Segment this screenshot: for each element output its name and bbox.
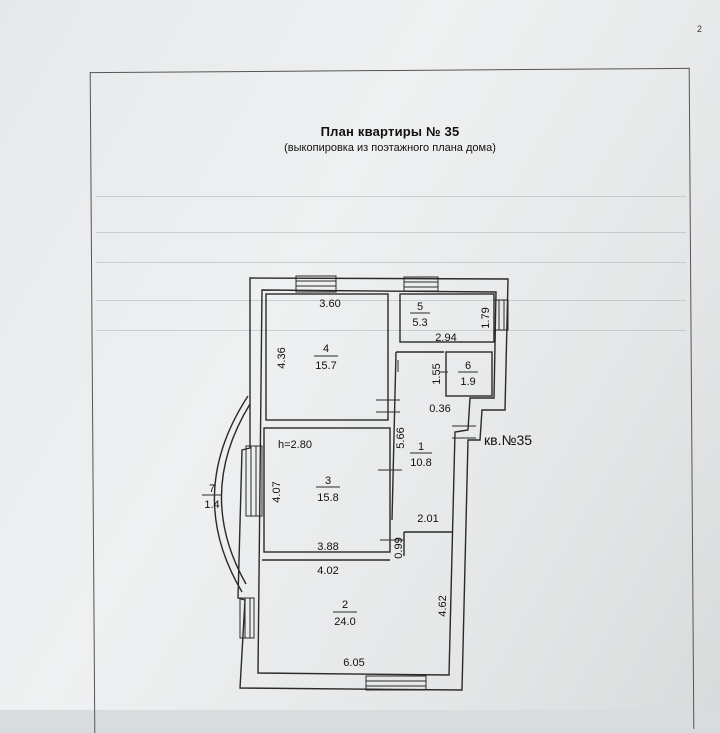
room-5-area: 5.3 [412, 317, 427, 329]
window [295, 275, 337, 293]
dim-room2-height: 4.62 [437, 595, 449, 616]
window [403, 276, 439, 292]
dim-hall-length: 5.66 [395, 427, 407, 448]
room-7-area: 1.4 [204, 499, 219, 511]
plan-title: План квартиры № 35 [320, 124, 460, 139]
dim-room4-height: 4.36 [276, 347, 288, 368]
outer-wall [237, 277, 509, 691]
ghost-line [96, 196, 686, 197]
dim-room6-height: 1.55 [431, 363, 443, 384]
dim-room4-width: 3.60 [319, 298, 340, 310]
room-1-number: 1 [418, 441, 424, 453]
window [245, 445, 263, 517]
ghost-line [96, 262, 686, 263]
dim-room5-width: 2.94 [435, 332, 456, 344]
ghost-line [96, 232, 686, 233]
ghost-line [96, 330, 686, 331]
room-6-walls [445, 351, 493, 397]
window [365, 675, 427, 691]
dim-room2-top-width: 4.02 [317, 565, 338, 577]
page-number: 2 [697, 24, 703, 34]
dim-hall-offset: 0.99 [393, 537, 405, 558]
room-3-number: 3 [325, 475, 331, 487]
room-6-area: 1.9 [460, 376, 475, 388]
window [239, 597, 255, 639]
dim-room6-gap: 0.36 [429, 403, 450, 415]
dim-hall-step: 2.01 [417, 513, 438, 525]
room-2-number: 2 [342, 599, 348, 611]
room-7-number: 7 [209, 483, 215, 495]
dim-room2-bottom-width: 6.05 [343, 657, 364, 669]
room-3-area: 15.8 [317, 492, 338, 504]
dim-room5-height: 1.79 [480, 307, 492, 328]
apartment-label: кв.№35 [484, 432, 532, 448]
room-4-walls [265, 293, 389, 421]
floor-plan: 4 15.7 5 5.3 6 1.9 1 10.8 3 15.8 7 1.4 2… [202, 275, 532, 691]
balcony-arc-inner [220, 403, 251, 585]
partition [391, 351, 397, 521]
room-2-area: 24.0 [334, 616, 355, 628]
window [493, 299, 509, 331]
room-5-number: 5 [417, 301, 423, 313]
dim-room3-width: 3.88 [317, 541, 338, 553]
room-6-number: 6 [465, 360, 471, 372]
ceiling-height: h=2.80 [278, 439, 312, 451]
plan-subtitle: (выкопировка из поэтажного плана дома) [284, 142, 496, 154]
inner-wall [257, 289, 497, 676]
room-3-walls [263, 427, 391, 553]
room-1-area: 10.8 [410, 457, 431, 469]
room-4-number: 4 [323, 343, 329, 355]
dim-room3-height: 4.07 [271, 481, 283, 502]
room-4-area: 15.7 [315, 360, 336, 372]
ghost-line [96, 300, 686, 301]
balcony-arc [213, 395, 249, 593]
